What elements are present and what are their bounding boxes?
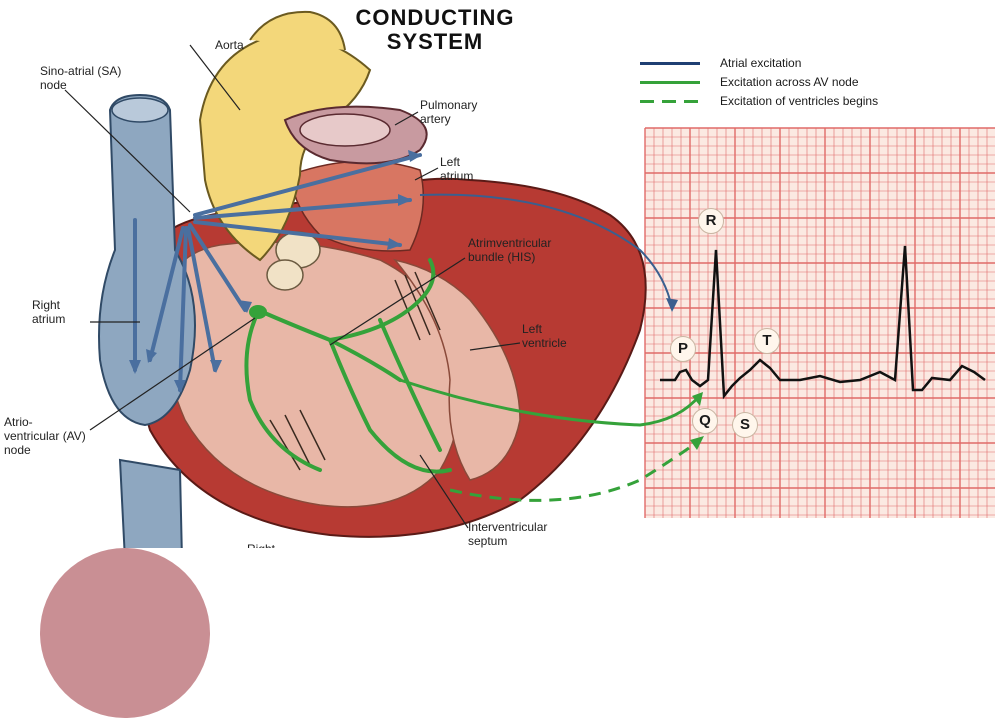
ecg-paper xyxy=(645,128,995,518)
ecg-label-p: P xyxy=(670,336,696,362)
decorative-circle xyxy=(40,548,210,718)
label-av-node: Atrio- ventricular (AV) node xyxy=(4,415,86,457)
ecg-label-r: R xyxy=(698,208,724,234)
label-pulmonary-artery: Pulmonary artery xyxy=(420,98,477,126)
label-right-atrium: Right atrium xyxy=(32,298,65,326)
ecg-label-q: Q xyxy=(692,408,718,434)
label-aorta: Aorta xyxy=(215,38,244,52)
label-sa-node: Sino-atrial (SA) node xyxy=(40,64,121,92)
legend-label: Atrial excitation xyxy=(720,56,801,70)
ecg-label-s: S xyxy=(732,412,758,438)
label-left-atrium: Left atrium xyxy=(440,155,473,183)
legend-swatch-solid-dark xyxy=(640,62,700,65)
legend-label: Excitation of ventricles begins xyxy=(720,94,878,108)
legend-swatch-dashed-green xyxy=(640,100,700,103)
legend-swatch-solid-green xyxy=(640,81,700,84)
label-interventricular-septum: Interventricular septum xyxy=(468,520,547,548)
label-left-ventricle: Left ventricle xyxy=(522,322,567,350)
label-av-bundle: Atrimventricular bundle (HIS) xyxy=(468,236,551,264)
legend-label: Excitation across AV node xyxy=(720,75,859,89)
av-node-marker xyxy=(249,305,267,319)
ecg-label-t: T xyxy=(754,328,780,354)
heart-illustration xyxy=(99,12,646,560)
diagram-title: CONDUCTING SYSTEM xyxy=(330,6,540,54)
